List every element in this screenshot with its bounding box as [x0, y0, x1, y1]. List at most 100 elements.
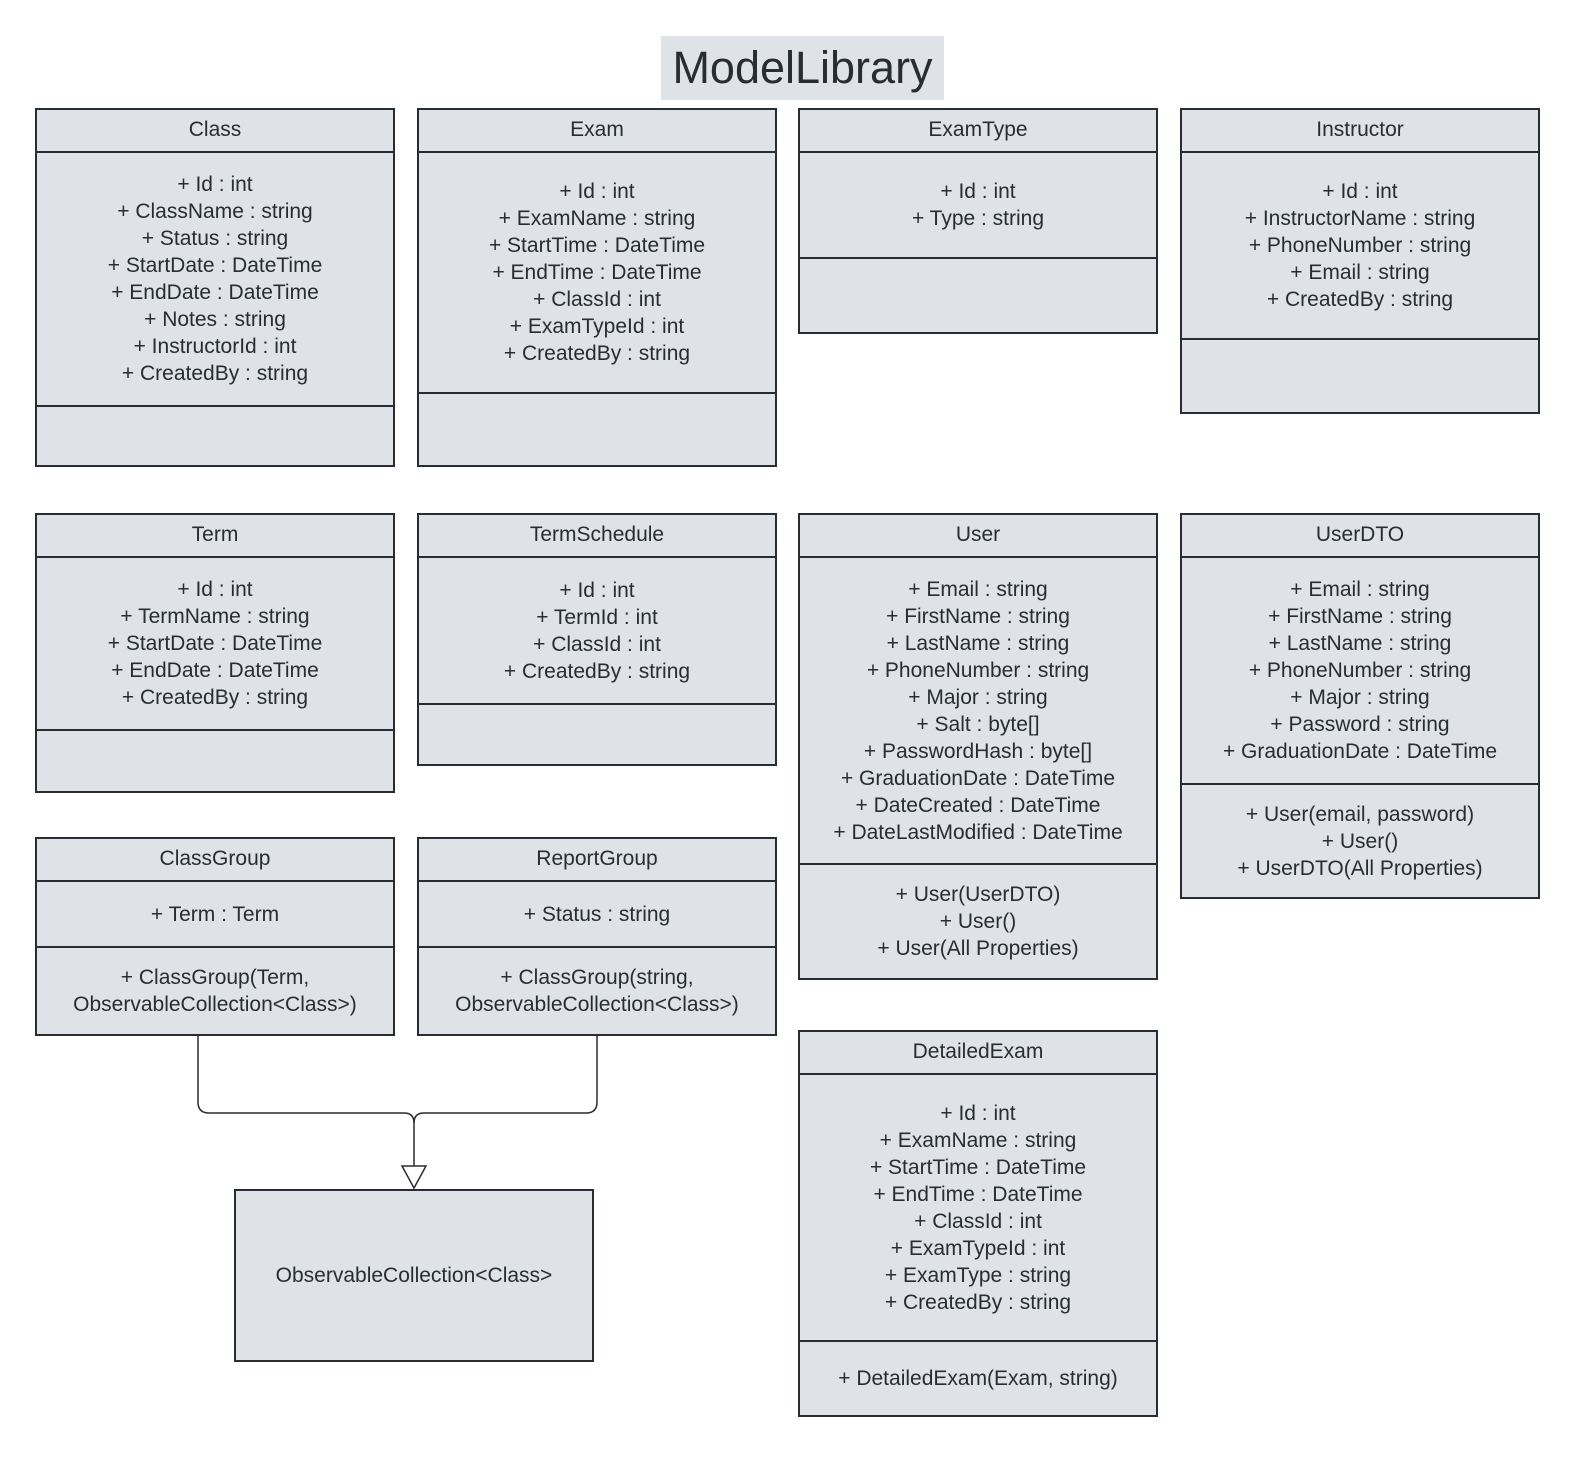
- attribute: + Major : string: [908, 685, 1048, 709]
- method: ObservableCollection<Class>): [73, 993, 357, 1016]
- class-name: Instructor: [1182, 110, 1538, 153]
- attributes-section: + Email : string+ FirstName : string+ La…: [1182, 558, 1538, 783]
- attribute: + Email : string: [908, 577, 1048, 601]
- attributes-section: + Id : int+ Type : string: [800, 153, 1156, 257]
- class-name: DetailedExam: [800, 1032, 1156, 1075]
- diagram-title: ModelLibrary: [661, 36, 944, 100]
- methods-section: + DetailedExam(Exam, string): [800, 1340, 1156, 1415]
- class-box-term[interactable]: Term + Id : int + TermName : string + Start…: [35, 513, 395, 793]
- class-box-report-group[interactable]: ReportGroup+ Status : string+ ClassGroup…: [417, 837, 777, 1036]
- attributes-section: + Email : string+ FirstName : string+ La…: [800, 558, 1156, 863]
- attribute: + EndDate : DateTime: [111, 659, 319, 682]
- attribute: + Id : int: [559, 578, 635, 602]
- attributes-section: + Id : int + InstructorName : string + Pho…: [1182, 153, 1538, 338]
- attribute: + ExamType : string: [884, 1263, 1072, 1287]
- attribute: + ExamTypeId : int: [509, 315, 685, 338]
- method: + User(): [939, 910, 1017, 933]
- attribute: + ClassName : string: [117, 200, 313, 223]
- methods-section: [800, 257, 1156, 332]
- class-name: TermSchedule: [419, 515, 775, 558]
- attribute: + FirstName : string: [1268, 605, 1452, 628]
- methods-section: + User(email, password) + User() + UserDTO…: [1182, 783, 1538, 897]
- attribute: + Status : string: [141, 227, 289, 250]
- attribute: + ClassId : int: [533, 632, 661, 656]
- attribute: + Email : string: [1290, 578, 1430, 601]
- class-name: ClassGroup: [37, 839, 393, 882]
- class-box-detailed-exam[interactable]: DetailedExam + Id : int + ExamName : strin…: [798, 1030, 1158, 1417]
- attribute: + StartDate : DateTime: [107, 632, 323, 655]
- attribute: + EndDate : DateTime: [111, 281, 319, 304]
- attribute: + DateCreated : DateTime: [855, 793, 1101, 817]
- attribute: + Id : int: [1322, 180, 1398, 203]
- class-name: ExamType: [800, 110, 1156, 153]
- method: + DetailedExam(Exam, string): [838, 1367, 1118, 1390]
- attribute: + CreatedBy : string: [884, 1290, 1072, 1314]
- method: + UserDTO(All Properties): [1237, 856, 1483, 880]
- class-name: User: [800, 515, 1156, 558]
- attribute: + Id : int: [177, 578, 253, 601]
- attributes-section: + Id : int + TermId : int + ClassId : int +…: [419, 558, 775, 703]
- attribute: + Id : int: [940, 1101, 1016, 1125]
- method: ObservableCollection<Class>): [455, 993, 739, 1016]
- attributes-section: + Id : int+ ExamName : string+ StartTime…: [419, 153, 775, 392]
- attribute: + PasswordHash : byte[]: [863, 739, 1093, 763]
- generalization-arrowhead: [400, 1165, 428, 1190]
- observable-collection-label: ObservableCollection<Class>: [275, 1263, 553, 1287]
- methods-section: + ClassGroup(string, ObservableCollection…: [419, 946, 775, 1034]
- attribute: + ExamName : string: [879, 1128, 1077, 1152]
- attribute: + CreatedBy : string: [503, 659, 691, 683]
- attribute: + StartDate : DateTime: [107, 254, 323, 277]
- method: + User(): [1321, 829, 1399, 853]
- attribute: + PhoneNumber : string: [1248, 659, 1472, 682]
- attribute: + Notes : string: [144, 308, 286, 331]
- method: + User(email, password): [1245, 802, 1475, 826]
- attribute: + ExamName : string: [498, 207, 696, 230]
- method: + User(All Properties): [877, 937, 1079, 960]
- attribute: + Id : int: [940, 180, 1016, 203]
- attribute: + ClassId : int: [914, 1209, 1042, 1233]
- attributes-section: + Id : int+ ClassName : string+ Status :…: [37, 153, 393, 405]
- observable-collection-box[interactable]: ObservableCollection<Class>: [234, 1189, 594, 1362]
- attribute: + LastName : string: [886, 631, 1070, 655]
- class-box-user[interactable]: User+ Email : string+ FirstName : string…: [798, 513, 1158, 980]
- attribute: + InstructorName : string: [1244, 207, 1476, 230]
- attribute: + DateLastModified : DateTime: [833, 820, 1123, 844]
- methods-section: + ClassGroup(Term, ObservableCollection<C…: [37, 946, 393, 1034]
- attribute: + EndTime : DateTime: [873, 1182, 1083, 1206]
- methods-section: [37, 729, 393, 791]
- methods-section: [419, 392, 775, 465]
- class-box-exam[interactable]: Exam+ Id : int+ ExamName : string+ Start…: [417, 108, 777, 467]
- methods-section: [1182, 338, 1538, 412]
- attribute: + Email : string: [1290, 261, 1430, 284]
- class-name: UserDTO: [1182, 515, 1538, 558]
- class-box-class[interactable]: Class+ Id : int+ ClassName : string+ Sta…: [35, 108, 395, 467]
- attributes-section: + Term : Term: [37, 882, 393, 946]
- attribute: + TermId : int: [536, 605, 658, 629]
- attributes-section: + Id : int + ExamName : string + StartTime…: [800, 1075, 1156, 1340]
- attribute: + CreatedBy : string: [503, 342, 691, 365]
- attribute: + GraduationDate : DateTime: [840, 766, 1116, 790]
- class-name: Exam: [419, 110, 775, 153]
- attribute: + TermName : string: [120, 605, 310, 628]
- class-box-term-schedule[interactable]: TermSchedule + Id : int + TermId : int + Cl…: [417, 513, 777, 766]
- method: + User(UserDTO): [895, 883, 1061, 906]
- class-box-user-dto[interactable]: UserDTO + Email : string + FirstName : str…: [1180, 513, 1540, 899]
- attribute: + Term : Term: [150, 902, 280, 926]
- attribute: + StartTime : DateTime: [869, 1155, 1087, 1179]
- class-group-connector[interactable]: [197, 1036, 415, 1166]
- attribute: + Password : string: [1270, 713, 1450, 736]
- class-box-instructor[interactable]: Instructor + Id : int + InstructorName : s…: [1180, 108, 1540, 414]
- attributes-section: + Status : string: [419, 882, 775, 946]
- attribute: + CreatedBy : string: [1266, 288, 1454, 311]
- methods-section: + User(UserDTO) + User() + User(All Proper…: [800, 863, 1156, 978]
- methods-section: [37, 405, 393, 465]
- class-box-exam-type[interactable]: ExamType+ Id : int+ Type : string: [798, 108, 1158, 334]
- report-group-connector[interactable]: [413, 1036, 598, 1124]
- attribute: + PhoneNumber : string: [1248, 234, 1472, 257]
- class-box-class-group[interactable]: ClassGroup + Term : Term + ClassGroup(Term…: [35, 837, 395, 1036]
- attribute: + EndTime : DateTime: [492, 261, 702, 284]
- method: + ClassGroup(Term,: [120, 966, 310, 989]
- method: + ClassGroup(string,: [500, 966, 694, 989]
- class-name: Term: [37, 515, 393, 558]
